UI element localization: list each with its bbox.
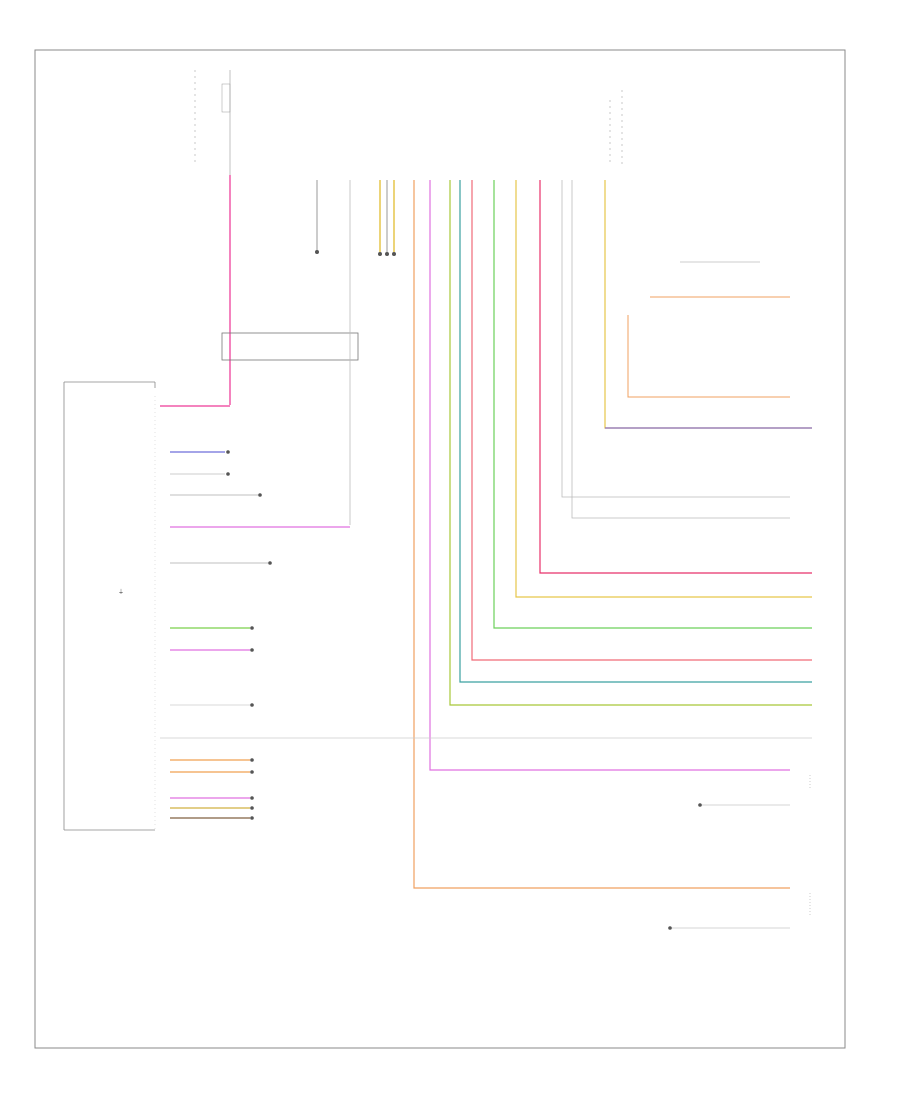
lower-sensors bbox=[668, 775, 811, 930]
power-feed bbox=[194, 70, 231, 405]
diagram-frame bbox=[34, 49, 846, 1049]
splice-box bbox=[221, 332, 359, 361]
upper-drops bbox=[315, 180, 396, 525]
ground-icon: ⏚ bbox=[118, 589, 124, 596]
main-wires bbox=[413, 180, 812, 889]
instrument-cluster: ⏚ bbox=[63, 381, 812, 831]
